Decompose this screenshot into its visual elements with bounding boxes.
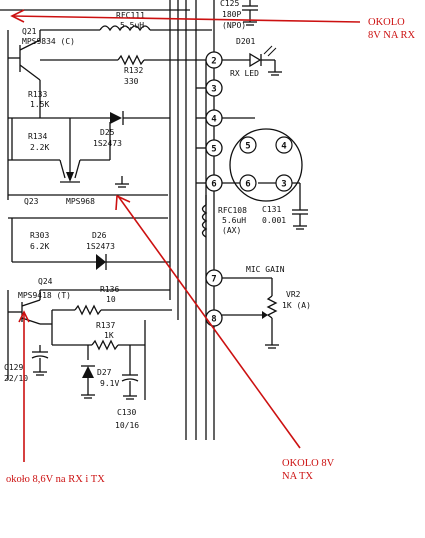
r132-value: 330	[124, 77, 139, 86]
c129-label: C129	[4, 363, 23, 372]
c131-value: 0.001	[262, 216, 286, 225]
c125-note: (NPO)	[222, 21, 246, 30]
top-arrow-head	[10, 9, 25, 23]
q24-label: Q24	[38, 277, 53, 286]
svg-text:3: 3	[281, 180, 286, 190]
rfc108-value: 5.6uH	[222, 216, 246, 225]
c125-label: C125	[220, 0, 239, 8]
wiring	[0, 0, 308, 440]
pin-3: 3	[205, 79, 223, 97]
q21-part: MPS9834 (C)	[22, 37, 75, 46]
top-arrow-line	[11, 15, 361, 23]
pin-6: 6	[205, 174, 223, 192]
c130-value: 10/16	[115, 421, 139, 430]
svg-text:4: 4	[281, 142, 287, 152]
annotations: OKOLO 8V NA RX OKOLO 8V NA TX około 8,6V…	[6, 9, 415, 485]
pin-4: 4	[205, 109, 223, 127]
top-right-annotation-line1: OKOLO	[368, 17, 405, 28]
c129-value: 22/10	[4, 374, 28, 383]
pin-2: 2	[205, 51, 223, 69]
top-right-annotation-line2: 8V NA RX	[368, 30, 415, 41]
rfc111-value: 5.5uH	[120, 21, 144, 30]
svg-text:3: 3	[211, 85, 216, 95]
mid-arrow-head	[115, 194, 131, 211]
q23-label: Q23	[24, 197, 39, 206]
mid-arrow-line	[117, 195, 301, 449]
svg-text:2: 2	[211, 57, 216, 67]
r134-label: R134	[28, 132, 47, 141]
d27-label: D27	[97, 368, 112, 377]
component-labels: Q21 MPS9834 (C) RFC111 5.5uH C125 180P (…	[4, 0, 311, 430]
rfc108-label: RFC108	[218, 206, 247, 215]
r134-value: 2.2K	[30, 143, 49, 152]
r303-value: 6.2K	[30, 242, 49, 251]
rx-led-label: RX LED	[230, 69, 259, 78]
d27-value: 9.1V	[100, 379, 119, 388]
q23-part: MPS968	[66, 197, 95, 206]
mic-socket: 5 4 6 3	[229, 128, 303, 202]
svg-text:5: 5	[245, 142, 250, 152]
r133-value: 1.5K	[30, 100, 49, 109]
c130-label: C130	[117, 408, 136, 417]
r303-label: R303	[30, 231, 49, 240]
rfc111-label: RFC111	[116, 11, 145, 20]
svg-text:5: 5	[211, 145, 216, 155]
svg-text:8: 8	[211, 315, 216, 325]
r137-label: R137	[96, 321, 115, 330]
svg-text:4: 4	[211, 115, 217, 125]
svg-text:7: 7	[211, 275, 216, 285]
pin-7: 7	[205, 269, 223, 287]
r136-label: R136	[100, 285, 119, 294]
bottom-left-annotation: około 8,6V na RX i TX	[6, 474, 105, 485]
r136-value: 10	[106, 295, 116, 304]
rfc108-note: (AX)	[222, 226, 241, 235]
vr2-label: VR2	[286, 290, 301, 299]
svg-text:6: 6	[245, 180, 250, 190]
d201-label: D201	[236, 37, 255, 46]
pin-5: 5	[205, 139, 223, 157]
q24-part: MPS9418 (T)	[18, 291, 71, 300]
mid-right-annotation-line1: OKOLO 8V	[282, 458, 335, 469]
svg-text:6: 6	[211, 180, 216, 190]
r137-value: 1K	[104, 331, 114, 340]
vr2-value: 1K (A)	[282, 301, 311, 310]
r132-label: R132	[124, 66, 143, 75]
connector-pins: 2 3 4 5 6 7 8	[205, 51, 223, 327]
c131-label: C131	[262, 205, 281, 214]
d26-label: D26	[92, 231, 107, 240]
q21-label: Q21	[22, 27, 37, 36]
mid-right-annotation-line2: NA TX	[282, 471, 313, 482]
d25-label: D25	[100, 128, 115, 137]
pin-8: 8	[205, 309, 223, 327]
d26-part: 1S2473	[86, 242, 115, 251]
r133-label: R133	[28, 90, 47, 99]
d25-part: 1S2473	[93, 139, 122, 148]
c125-value: 180P	[222, 10, 241, 19]
bottom-arrow-head	[18, 310, 30, 323]
mic-gain-label: MIC GAIN	[246, 265, 285, 274]
